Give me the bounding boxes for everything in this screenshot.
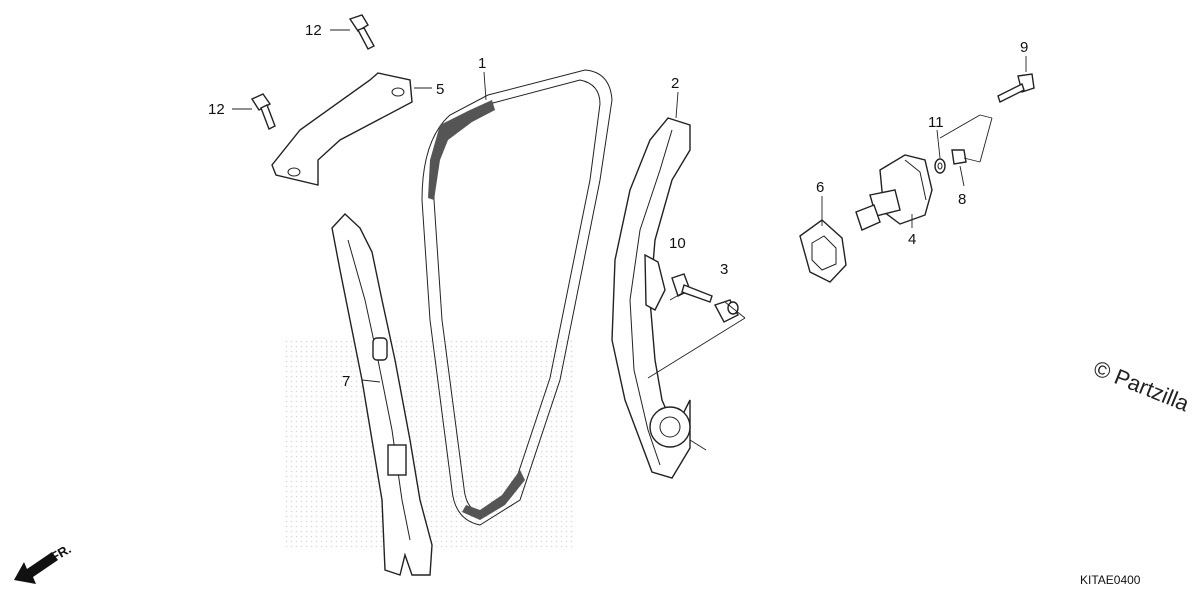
callout-12-top: 12 xyxy=(305,22,322,39)
tensioner-bolt xyxy=(997,73,1035,103)
callout-9: 9 xyxy=(1020,39,1028,56)
callout-labels: 1 2 3 4 5 6 7 8 9 10 11 12 12 xyxy=(208,22,1028,390)
callout-8: 8 xyxy=(958,191,966,208)
callout-4: 4 xyxy=(908,231,916,248)
tensioner-gasket xyxy=(799,219,847,283)
front-direction-indicator: FR. xyxy=(14,541,74,584)
callout-10: 10 xyxy=(669,235,686,252)
sealing-bolt xyxy=(951,149,967,165)
sealing-washer xyxy=(934,158,946,174)
callout-2: 2 xyxy=(671,75,679,92)
callout-11: 11 xyxy=(928,114,944,131)
cam-chain-tensioner-arm xyxy=(611,117,691,479)
cam-chain-guide-plate xyxy=(271,72,413,186)
background-watermark-texture xyxy=(285,340,575,550)
cam-chain-slipper xyxy=(331,213,433,576)
cam-chain xyxy=(421,69,613,526)
callout-7: 7 xyxy=(342,373,350,390)
partzilla-watermark: © Partzilla xyxy=(1090,355,1193,416)
leader-lines xyxy=(232,29,1027,451)
bolt-left xyxy=(250,93,276,130)
callout-12-left: 12 xyxy=(208,101,225,118)
callout-6: 6 xyxy=(816,179,824,196)
callout-1: 1 xyxy=(478,55,486,72)
pivot-bolt xyxy=(671,273,713,303)
front-arrow-icon xyxy=(14,552,58,584)
bolt-top xyxy=(348,14,375,50)
callout-3: 3 xyxy=(720,261,728,278)
diagram-code: KITAE0400 xyxy=(1080,573,1141,587)
callout-5: 5 xyxy=(436,81,444,98)
cam-chain-tensioner-lifter xyxy=(855,154,933,231)
